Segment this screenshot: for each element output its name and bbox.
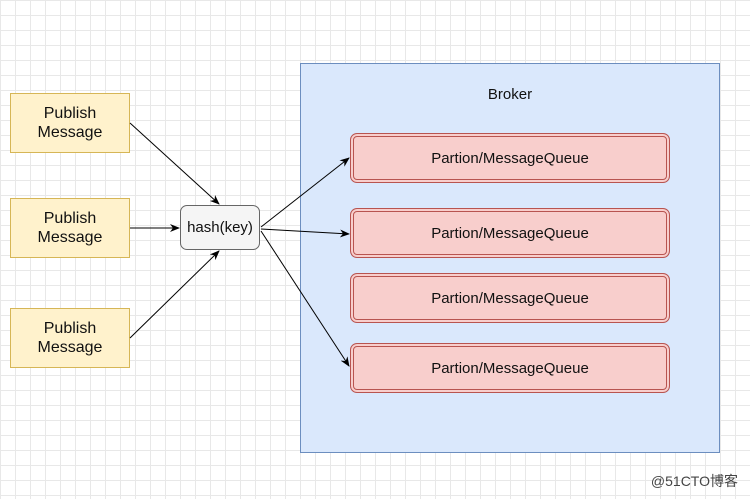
message-queue-node-3: Partion/MessageQueue — [350, 273, 670, 323]
broker-container: Broker — [300, 63, 720, 453]
message-queue-node-4: Partion/MessageQueue — [350, 343, 670, 393]
broker-label: Broker — [487, 86, 533, 103]
message-queue-node-1: Partion/MessageQueue — [350, 133, 670, 183]
arrow-publisher1-to-hash — [129, 122, 220, 205]
publish-message-node-1: Publish Message — [10, 93, 130, 153]
publish-message-node-2: Publish Message — [10, 198, 130, 258]
arrow-publisher3-to-hash — [129, 250, 220, 339]
hash-key-node: hash(key) — [180, 205, 260, 250]
message-queue-node-2: Partion/MessageQueue — [350, 208, 670, 258]
publish-message-node-3: Publish Message — [10, 308, 130, 368]
watermark: @51CTO博客 — [650, 473, 738, 489]
